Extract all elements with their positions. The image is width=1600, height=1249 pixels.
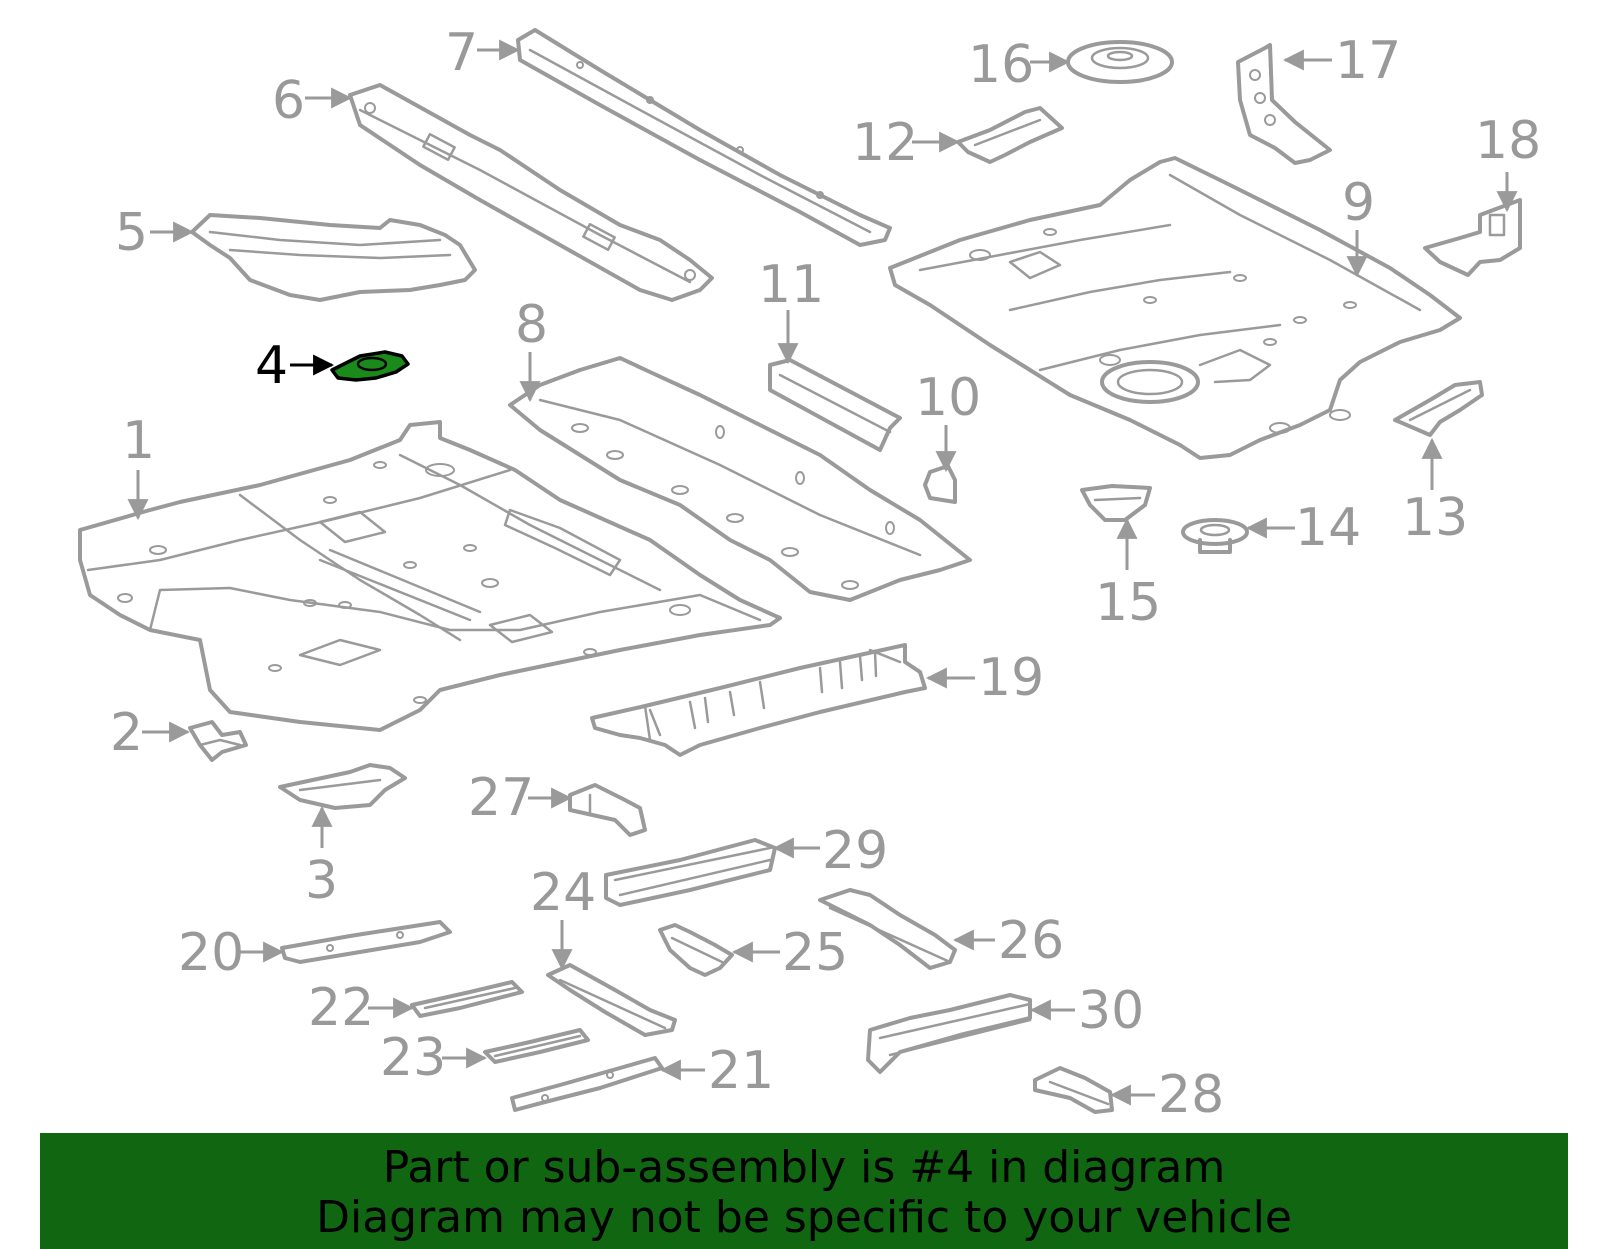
part-25-bracket[interactable]	[658, 923, 734, 977]
part-24-channel[interactable]	[546, 963, 677, 1037]
part-15-bracket[interactable]	[1080, 484, 1152, 522]
part-1-floor-pan[interactable]	[78, 420, 782, 732]
callout-7: 7	[445, 23, 478, 83]
callout-10: 10	[915, 368, 981, 428]
part-19-crossmember[interactable]	[590, 643, 927, 757]
callout-3: 3	[305, 851, 338, 911]
callout-28: 28	[1158, 1065, 1224, 1125]
banner-line-1: Part or sub-assembly is #4 in diagram	[382, 1142, 1226, 1193]
part-3-plate[interactable]	[278, 763, 407, 810]
callout-30: 30	[1078, 981, 1144, 1041]
part-9-rear-floor-pan[interactable]	[888, 156, 1462, 460]
part-7-rail[interactable]	[516, 28, 892, 247]
part-27-bracket[interactable]	[568, 783, 647, 837]
callout-18: 18	[1475, 111, 1541, 171]
part-30-channel[interactable]	[866, 993, 1032, 1074]
part-17-bracket[interactable]	[1236, 43, 1332, 165]
callout-11: 11	[758, 255, 824, 315]
callout-24: 24	[530, 863, 596, 923]
part-12-plate[interactable]	[956, 106, 1064, 164]
callout-8: 8	[515, 295, 548, 355]
part-8-floor-panel[interactable]	[508, 356, 972, 602]
part-11-bar[interactable]	[768, 358, 902, 452]
callout-19: 19	[978, 648, 1044, 708]
part-5-panel[interactable]	[190, 213, 477, 302]
callout-27: 27	[468, 768, 534, 828]
part-20-strip[interactable]	[280, 920, 452, 964]
callout-5: 5	[115, 203, 148, 263]
leader-lines	[127, 39, 1518, 1106]
part-28-bracket[interactable]	[1033, 1066, 1114, 1114]
callout-21: 21	[708, 1041, 774, 1101]
part-22-strip[interactable]	[410, 980, 524, 1018]
banner-line-2: Diagram may not be specific to your vehi…	[316, 1192, 1292, 1243]
callout-25: 25	[782, 923, 848, 983]
callout-1: 1	[122, 411, 155, 471]
callout-labels: 1 2 3 4 5 6 7 8 9 10 11 12 13 14 15 16 1…	[110, 23, 1541, 1125]
part-2-bracket[interactable]	[188, 720, 248, 762]
part-29-channel[interactable]	[604, 838, 777, 907]
callout-15: 15	[1095, 573, 1161, 633]
callout-6: 6	[272, 71, 305, 131]
part-16-cap[interactable]	[1066, 40, 1174, 84]
callout-22: 22	[308, 978, 374, 1038]
callout-17: 17	[1335, 31, 1401, 91]
callout-13: 13	[1402, 488, 1468, 548]
part-6-crossmember[interactable]	[348, 83, 714, 302]
callout-14: 14	[1295, 498, 1361, 558]
callout-4: 4	[255, 336, 288, 396]
part-10-bracket[interactable]	[923, 464, 957, 504]
callout-20: 20	[178, 923, 244, 983]
callout-2: 2	[110, 703, 143, 763]
callout-26: 26	[998, 911, 1064, 971]
part-4-highlighted[interactable]	[330, 350, 410, 382]
info-banner: Part or sub-assembly is #4 in diagram Di…	[40, 1133, 1568, 1249]
callout-12: 12	[852, 113, 918, 173]
callout-16: 16	[968, 35, 1034, 95]
callout-9: 9	[1342, 173, 1375, 233]
part-21-strip[interactable]	[510, 1056, 664, 1112]
part-23-strip[interactable]	[483, 1028, 590, 1064]
callout-23: 23	[380, 1028, 446, 1088]
part-13-bracket[interactable]	[1393, 380, 1484, 437]
part-18-bracket[interactable]	[1423, 198, 1522, 277]
part-26-rail[interactable]	[818, 888, 957, 970]
part-14-cup[interactable]	[1181, 518, 1249, 554]
callout-29: 29	[822, 821, 888, 881]
